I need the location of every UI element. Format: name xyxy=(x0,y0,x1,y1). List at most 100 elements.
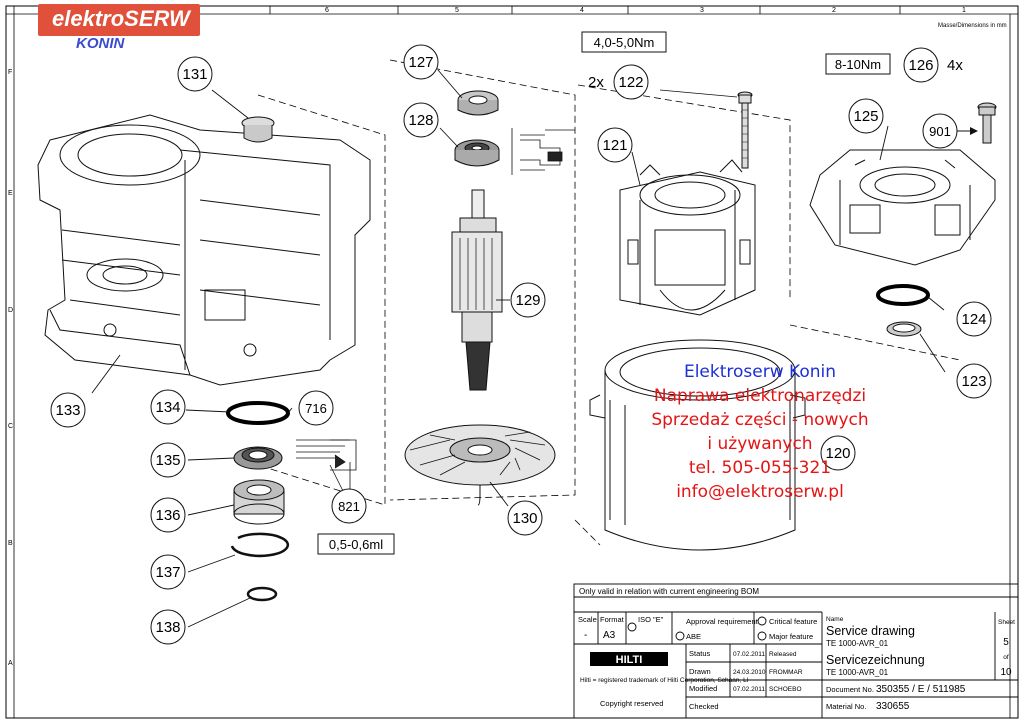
name-de: Servicezeichnung xyxy=(826,653,925,667)
overlay-email: info@elektroserw.pl xyxy=(676,482,844,502)
motor-housing-part-120 xyxy=(589,339,806,551)
ring-part-123 xyxy=(886,321,922,337)
callout-label: 138 xyxy=(155,619,180,636)
sheet-of: of xyxy=(1003,654,1009,661)
model-2: TE 1000-AVR_01 xyxy=(826,668,889,677)
callout-label: 127 xyxy=(408,54,433,71)
callout-126 xyxy=(903,47,939,83)
callout-label: 128 xyxy=(408,112,433,129)
sleeve-part-131 xyxy=(241,116,275,143)
column-label: 1 xyxy=(962,7,966,14)
callout-122 xyxy=(613,64,649,100)
callout-137 xyxy=(150,554,186,590)
callout-133 xyxy=(50,392,86,428)
validity-note: Only valid in relation with current engi… xyxy=(579,587,759,596)
assembly-guide xyxy=(389,59,576,501)
callout-124 xyxy=(956,301,992,337)
callout-128 xyxy=(403,102,439,138)
major-label: Major feature xyxy=(769,632,813,641)
callout-821 xyxy=(331,488,367,524)
overlay-line: Naprawa elektronarzędzi xyxy=(653,386,867,406)
callout-label: 131 xyxy=(182,66,207,83)
critical-label: Critical feature xyxy=(769,617,817,626)
callout-label: 137 xyxy=(155,564,180,581)
drawn-date: 24.03.2010 xyxy=(733,669,766,676)
row-label: F xyxy=(8,69,12,76)
callout-label: 124 xyxy=(961,311,986,328)
callout-135 xyxy=(150,442,186,478)
callout-label: 133 xyxy=(55,402,80,419)
torque-spec-126: 8-10Nm xyxy=(835,57,881,72)
name-label: Name xyxy=(826,616,844,623)
abe-label: ABE xyxy=(686,632,701,641)
row-label: C xyxy=(8,423,13,430)
callout-label: 122 xyxy=(618,74,643,91)
torque-box-126 xyxy=(825,53,891,75)
sheet-total: 10 xyxy=(1000,667,1012,678)
qty-122: 2x xyxy=(588,74,604,91)
housing-part-133 xyxy=(37,114,371,386)
fan-part-130 xyxy=(404,424,556,506)
overlay-title: Elektroserw Konin xyxy=(683,362,837,382)
screw-part-122 xyxy=(737,91,753,169)
torque-box-122 xyxy=(581,31,667,53)
callout-125 xyxy=(848,98,884,134)
matno-value: 330655 xyxy=(876,701,910,712)
column-label: 6 xyxy=(325,7,329,14)
contact-overlay: Elektroserw Konin Naprawa elektronarzędz… xyxy=(600,360,920,504)
callout-label: 821 xyxy=(338,499,360,514)
assembly-guide xyxy=(257,94,386,506)
format-value: A3 xyxy=(603,630,616,641)
logo-city: KONIN xyxy=(76,35,125,52)
name-en: Service drawing xyxy=(826,624,915,638)
scale-value: - xyxy=(584,630,587,641)
status-date: 07.02.2011 xyxy=(733,651,765,658)
matno-label: Material No. xyxy=(826,702,866,711)
callout-label: 716 xyxy=(305,401,327,416)
scale-label: Scale xyxy=(578,615,597,624)
callout-134 xyxy=(150,389,186,425)
stator-part-121 xyxy=(619,159,756,316)
model-1: TE 1000-AVR_01 xyxy=(826,639,889,648)
callout-label: 129 xyxy=(515,292,540,309)
status-label: Status xyxy=(689,649,711,658)
bearing-part-128 xyxy=(454,139,500,167)
callout-716 xyxy=(298,390,334,426)
elektroserw-logo: elektroSERW xyxy=(38,4,200,36)
callout-129 xyxy=(510,282,546,318)
column-label: 3 xyxy=(700,7,704,14)
hilti-logo-text: HILTI xyxy=(616,654,643,666)
trademark-line: Hilti = registered trademark of Hilti Co… xyxy=(580,677,749,684)
oring-part-124 xyxy=(876,284,930,306)
callout-130 xyxy=(507,500,543,536)
callout-127 xyxy=(403,44,439,80)
callout-123 xyxy=(956,363,992,399)
callout-label: 126 xyxy=(908,57,933,74)
callout-label: 120 xyxy=(825,445,850,462)
section-detail xyxy=(511,128,575,175)
docno-label: Document No. xyxy=(826,685,874,694)
overlay-line: i używanych xyxy=(707,434,813,454)
hilti-logo xyxy=(590,652,668,666)
circlip-part-137 xyxy=(230,532,290,558)
qty-126: 4x xyxy=(947,57,963,74)
sheet-no: 5 xyxy=(1003,637,1009,648)
column-label: 2 xyxy=(832,7,836,14)
grease-spec-821: 0,5-0,6ml xyxy=(329,537,383,552)
overlay-line: Sprzedaż części - nowych xyxy=(651,410,869,430)
callout-label: 121 xyxy=(602,137,627,154)
bearing-part-127 xyxy=(457,90,499,116)
row-label: D xyxy=(8,307,13,314)
modified-value: SCHOEBO xyxy=(769,686,802,693)
row-label: A xyxy=(8,660,13,667)
callout-label: 130 xyxy=(512,510,537,527)
checked-label: Checked xyxy=(689,702,719,711)
title-block xyxy=(573,583,1019,719)
row-label: E xyxy=(8,190,13,197)
torque-spec-122: 4,0-5,0Nm xyxy=(594,35,655,50)
seal-part-135 xyxy=(233,446,283,470)
callout-label: 136 xyxy=(155,507,180,524)
brush-plate-part-125 xyxy=(809,149,996,266)
status-value: Released xyxy=(769,651,797,658)
